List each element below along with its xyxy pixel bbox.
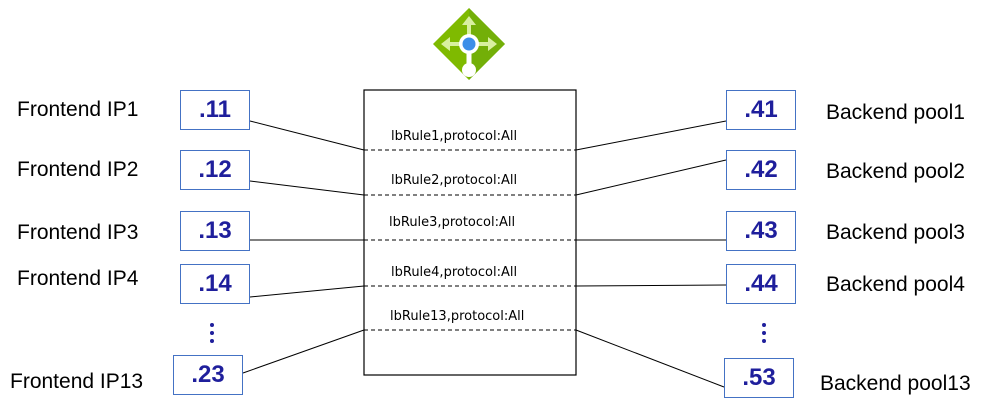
rule-label-2: lbRule2,protocol:All [391,173,518,188]
frontend-ip-box-2: .12 [180,150,250,190]
frontend-ip-box-1: .11 [180,90,250,130]
frontend-ellipsis [210,323,216,347]
backend-connector-1 [575,120,727,151]
backend-connector-2 [575,159,727,196]
frontend-ip-box-3: .13 [180,211,250,251]
frontend-ip-box-13: .23 [173,355,243,395]
frontend-label-4: Frontend IP4 [17,267,139,290]
backend-ellipsis [762,323,768,347]
frontend-label-1: Frontend IP1 [17,98,139,121]
backend-ip-box-13: .53 [724,358,794,398]
frontend-label-13: Frontend IP13 [10,370,144,393]
backend-label-13: Backend pool13 [820,372,971,395]
frontend-ip-box-4: .14 [180,264,250,304]
backend-ip-box-2: .42 [726,150,796,190]
backend-label-4: Backend pool4 [826,273,965,296]
load-balancer-body [363,89,577,376]
rule-label-3: lbRule3,protocol:All [389,215,516,230]
load-balancer-icon [433,8,505,80]
backend-ip-box-1: .41 [726,90,796,130]
backend-label-3: Backend pool3 [826,221,965,244]
backend-ip-box-4: .44 [726,264,796,304]
rule-label-4: lbRule4,protocol:All [391,265,518,280]
frontend-label-3: Frontend IP3 [17,221,139,244]
backend-label-1: Backend pool1 [826,101,965,124]
rule-label-1: lbRule1,protocol:All [391,129,518,144]
frontend-connector-13 [242,329,365,374]
backend-ip-box-3: .43 [726,211,796,251]
backend-connector-4 [575,284,727,287]
frontend-connector-4 [249,285,365,298]
frontend-connector-1 [249,120,365,151]
rule-label-13: lbRule13,protocol:All [390,309,525,324]
frontend-label-2: Frontend IP2 [17,158,139,181]
backend-connector-13 [575,329,725,388]
frontend-connector-2 [249,180,365,196]
backend-label-2: Backend pool2 [826,160,965,183]
